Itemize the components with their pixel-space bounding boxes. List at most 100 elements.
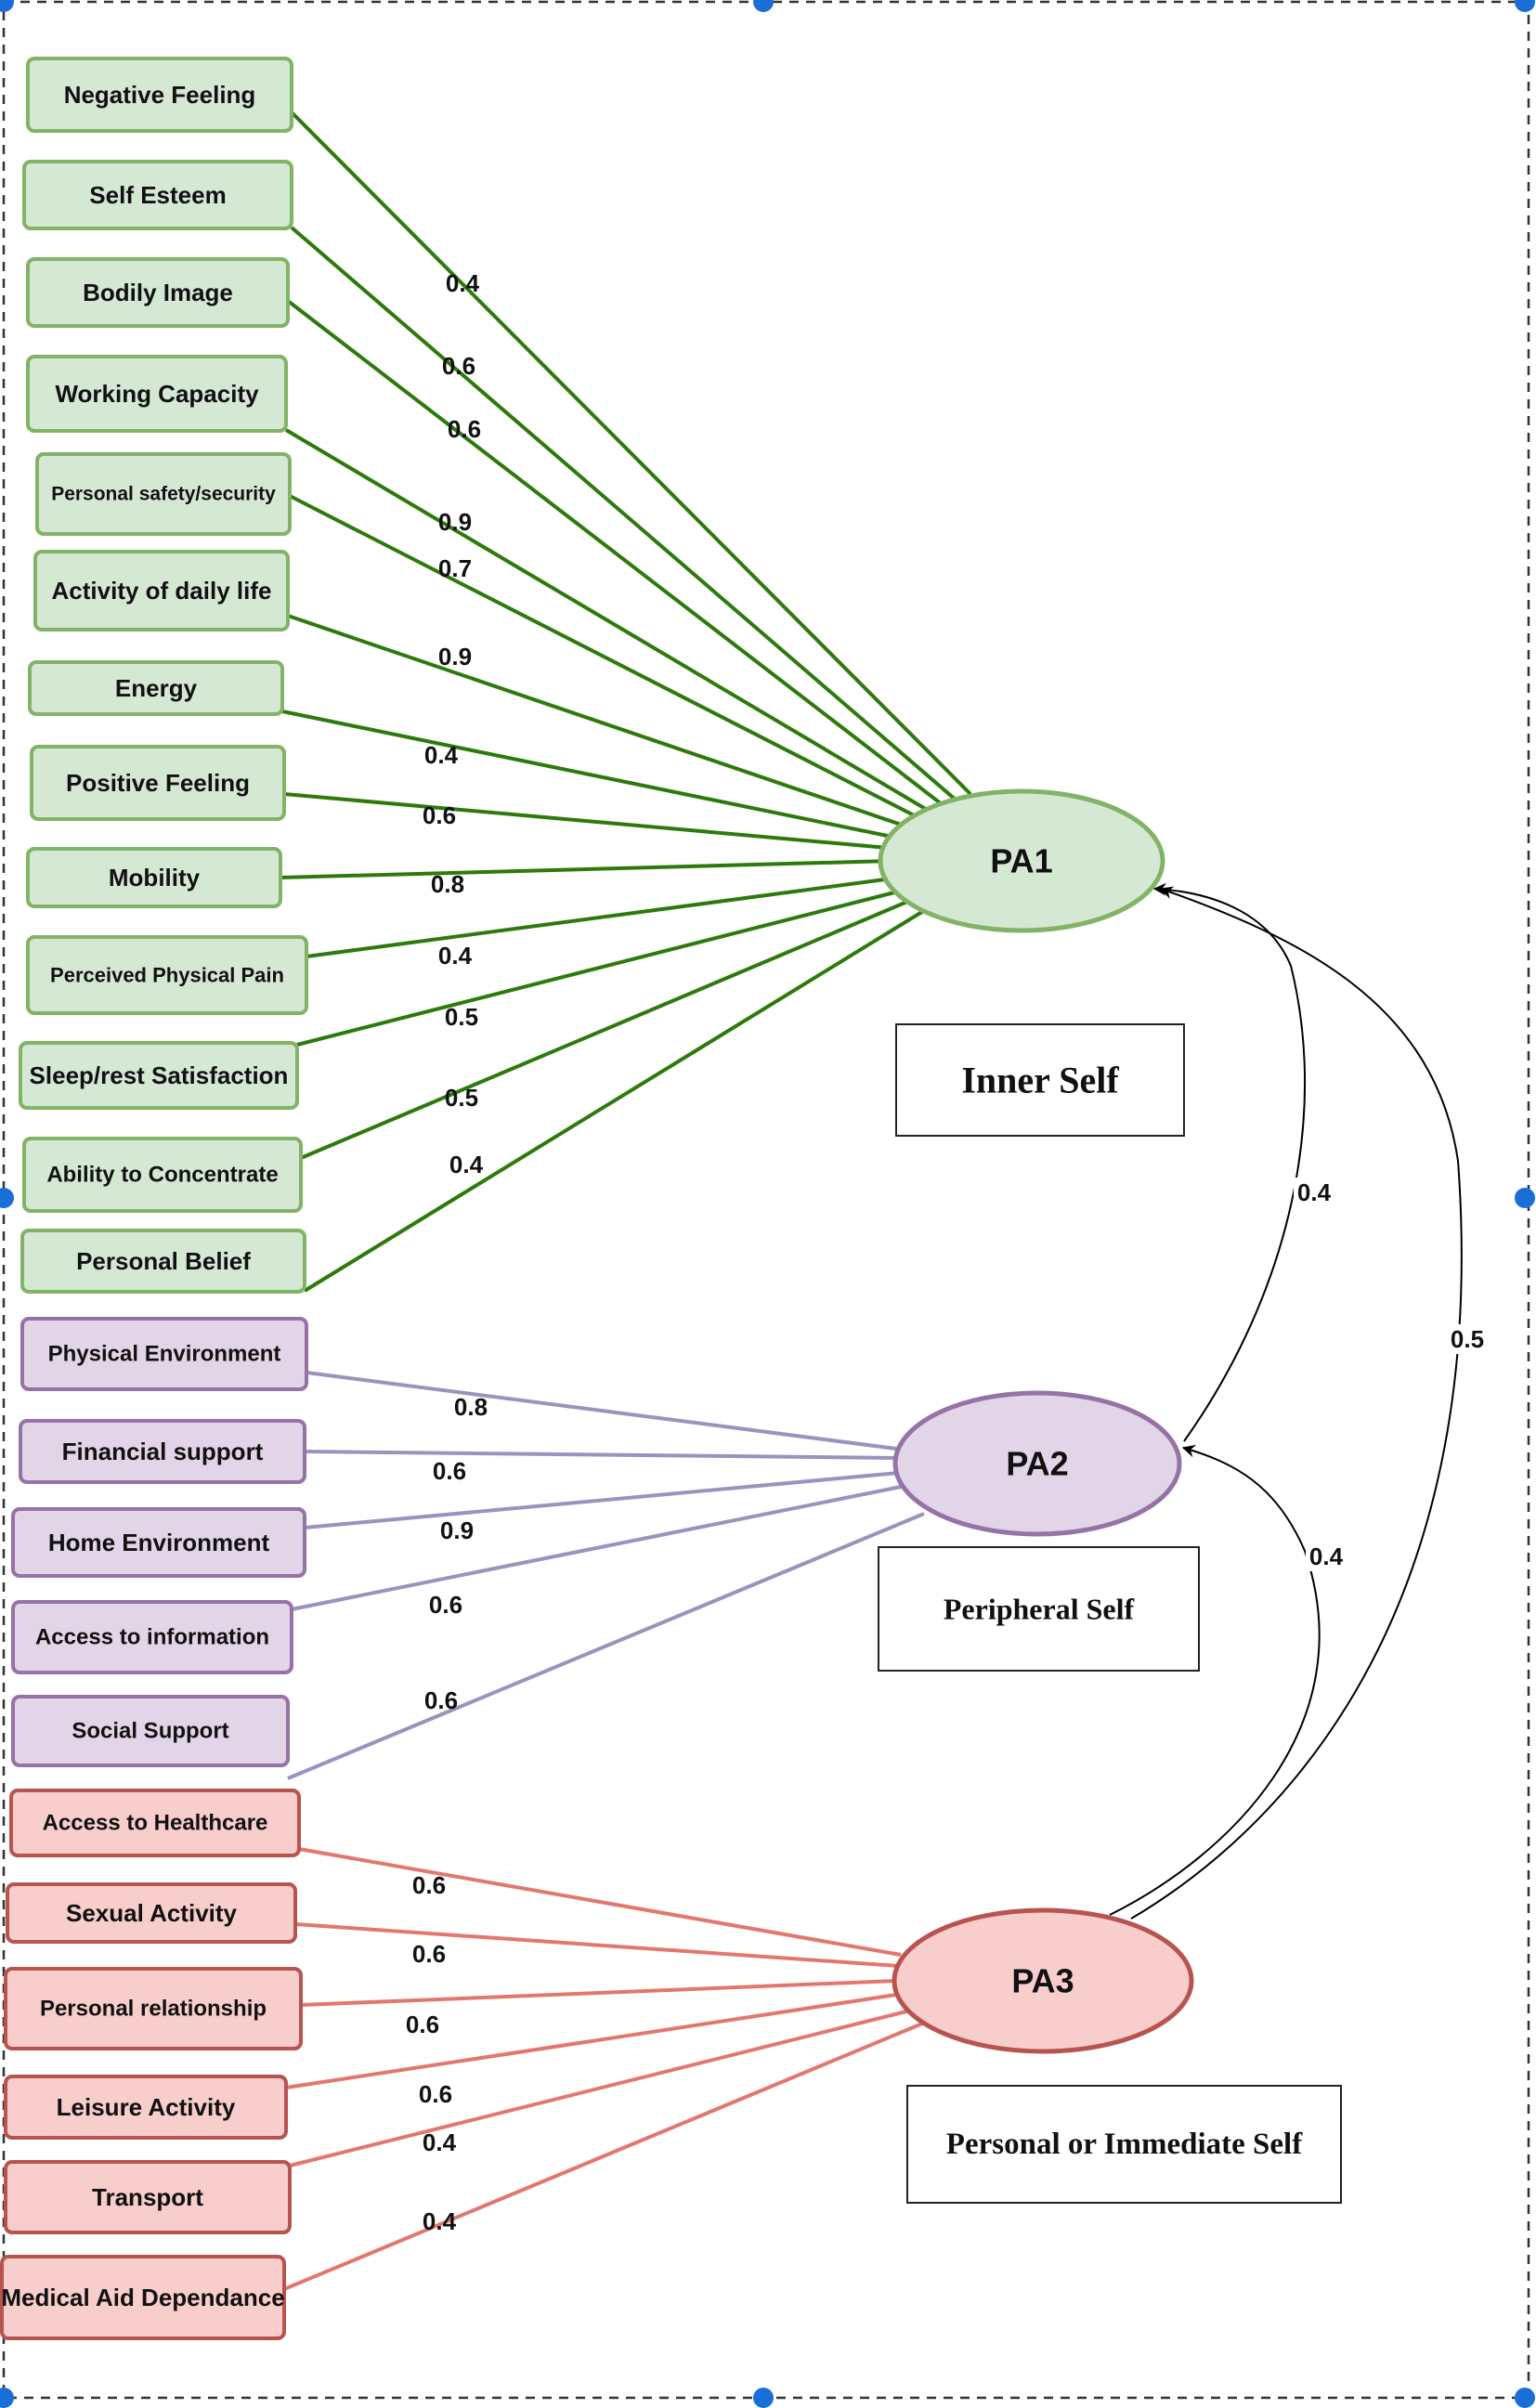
loading-edge-physical-environment (306, 1371, 897, 1451)
loading-value: 0.6 (406, 2011, 439, 2038)
item-label-transport: Transport (92, 2183, 203, 2211)
item-box-ability-to-concentrate[interactable] (22, 1137, 303, 1213)
item-box-financial-support[interactable] (19, 1419, 306, 1484)
loading-edge-personal-relationship (300, 1979, 897, 2007)
loading-value: 0.4 (449, 1151, 484, 1178)
loading-value: 0.9 (438, 508, 472, 536)
correlation-value: 0.4 (1297, 1178, 1332, 1206)
item-label-personal-belief: Personal Belief (76, 1247, 251, 1275)
loading-value: 0.6 (424, 1686, 458, 1714)
item-label-perceived-physical-pain: Perceived Physical Pain (50, 964, 284, 987)
factor-label-pa1: PA1 (990, 842, 1052, 880)
item-box-personal-belief[interactable] (20, 1229, 306, 1294)
item-label-bodily-image: Bodily Image (83, 279, 233, 306)
loading-edge-bodily-image (286, 299, 947, 809)
factor-node-pa2[interactable] (892, 1390, 1182, 1537)
resize-handle[interactable] (0, 0, 14, 12)
loading-edge-access-to-information (291, 1484, 906, 1611)
item-label-access-to-information: Access to information (35, 1625, 269, 1650)
loading-edge-positive-feeling (283, 792, 899, 851)
item-box-positive-feeling[interactable] (30, 745, 286, 821)
loading-edge-social-support (287, 1512, 925, 1780)
loading-edge-self-esteem (290, 226, 958, 802)
item-box-mobility[interactable] (26, 847, 282, 908)
item-box-activity-of-daily-life[interactable] (33, 550, 290, 631)
item-box-sleep-rest-satisfaction[interactable] (19, 1041, 299, 1110)
loading-edge-sexual-activity (294, 1922, 900, 1968)
loading-edge-working-capacity (284, 428, 935, 815)
loading-value: 0.7 (438, 554, 472, 582)
item-label-ability-to-concentrate: Ability to Concentrate (46, 1163, 278, 1188)
loading-value: 0.6 (412, 1940, 446, 1968)
item-label-personal-relationship: Personal relationship (40, 1997, 267, 2022)
item-box-home-environment[interactable] (11, 1507, 306, 1578)
item-box-self-esteem[interactable] (22, 160, 293, 230)
loading-value: 0.6 (412, 1871, 446, 1899)
item-label-home-environment: Home Environment (48, 1529, 270, 1556)
resize-handle[interactable] (753, 2388, 774, 2408)
item-box-access-to-information[interactable] (11, 1600, 293, 1674)
loading-edge-transport (289, 2009, 911, 2167)
item-box-leisure-activity[interactable] (4, 2075, 288, 2140)
loading-edge-leisure-activity (285, 1993, 897, 2089)
loading-value: 0.4 (446, 269, 480, 297)
item-box-perceived-physical-pain[interactable] (26, 935, 308, 1015)
factor-node-pa3[interactable] (892, 1907, 1194, 2054)
item-box-physical-environment[interactable] (20, 1317, 308, 1391)
item-label-social-support: Social Support (72, 1719, 228, 1744)
loading-value: 0.8 (454, 1393, 488, 1421)
loading-value: 0.6 (419, 2080, 452, 2108)
item-box-medical-aid-dependance[interactable] (0, 2255, 286, 2340)
loading-value: 0.4 (438, 942, 473, 970)
loading-edge-activity-of-daily-life (287, 614, 916, 831)
section-label-box-pa1[interactable] (895, 1023, 1185, 1137)
item-label-energy: Energy (115, 674, 198, 702)
item-box-transport[interactable] (4, 2160, 292, 2234)
resize-handle[interactable] (1515, 0, 1535, 12)
loading-value: 0.5 (445, 1003, 478, 1031)
loading-value: 0.6 (442, 352, 475, 380)
resize-handle[interactable] (1515, 2388, 1535, 2408)
correlation-arrow-pa3-pa2 (1109, 1444, 1321, 1916)
section-label-box-pa3[interactable] (906, 2085, 1342, 2204)
correlation-value: 0.5 (1451, 1325, 1484, 1353)
item-box-access-to-healthcare[interactable] (9, 1789, 301, 1857)
item-label-medical-aid-dependance: Medical Aid Dependance (1, 2284, 284, 2311)
loading-value: 0.6 (423, 801, 456, 829)
loading-value: 0.4 (423, 2128, 457, 2156)
item-label-mobility: Mobility (109, 864, 201, 892)
loading-value: 0.8 (431, 870, 464, 898)
loading-edge-home-environment (304, 1471, 900, 1529)
factor-label-pa2: PA2 (1006, 1445, 1068, 1483)
loading-value: 0.4 (424, 741, 459, 769)
loading-value: 0.9 (440, 1516, 474, 1544)
resize-handle[interactable] (753, 0, 774, 12)
resize-handle[interactable] (0, 2388, 14, 2408)
factor-node-pa1[interactable] (878, 788, 1165, 933)
resize-handle[interactable] (0, 1188, 14, 1208)
item-box-energy[interactable] (28, 660, 284, 716)
item-box-sexual-activity[interactable] (6, 1882, 297, 1944)
loading-edge-mobility (280, 859, 892, 879)
item-label-activity-of-daily-life: Activity of daily life (52, 577, 272, 605)
item-box-working-capacity[interactable] (26, 355, 288, 433)
item-label-working-capacity: Working Capacity (55, 380, 259, 408)
item-box-negative-feeling[interactable] (26, 57, 293, 133)
item-label-sexual-activity: Sexual Activity (66, 1899, 238, 1927)
correlation-value: 0.4 (1309, 1542, 1344, 1570)
section-label-box-pa2[interactable] (878, 1546, 1200, 1672)
item-box-personal-safety-security[interactable] (35, 452, 292, 536)
item-label-physical-environment: Physical Environment (48, 1342, 281, 1367)
correlation-value-bg (1294, 1178, 1334, 1207)
loading-edge-perceived-physical-pain (306, 876, 900, 958)
resize-handle[interactable] (1515, 1188, 1535, 1208)
loading-edge-personal-safety-security (289, 494, 924, 822)
loading-edge-negative-feeling (290, 111, 972, 796)
correlation-value-bg (1447, 1324, 1488, 1354)
item-box-bodily-image[interactable] (26, 257, 290, 328)
loading-edge-ability-to-concentrate (300, 897, 915, 1160)
item-box-personal-relationship[interactable] (4, 1967, 303, 2050)
item-box-social-support[interactable] (11, 1695, 290, 1767)
